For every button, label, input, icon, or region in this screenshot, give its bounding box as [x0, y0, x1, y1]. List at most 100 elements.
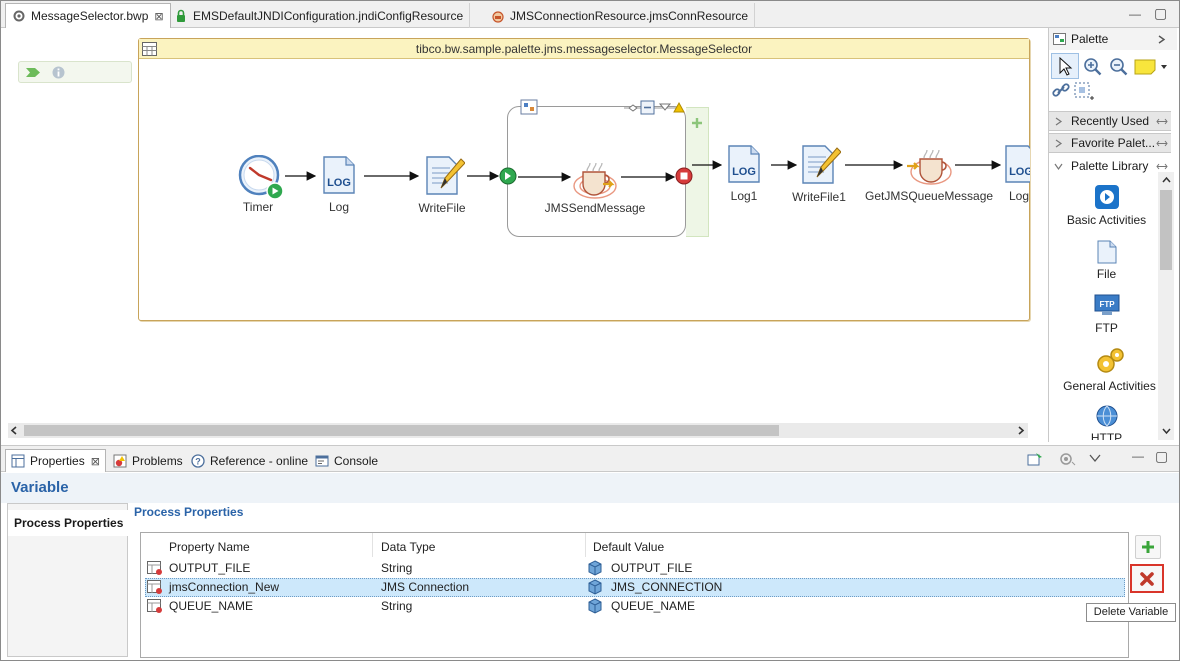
basic-activities-icon — [1094, 185, 1119, 209]
console-icon — [315, 455, 329, 466]
view-menu-icon[interactable] — [1059, 451, 1077, 467]
palette-vertical-scrollbar[interactable] — [1158, 172, 1174, 440]
palette-item-basic-activities[interactable]: Basic Activities — [1049, 184, 1164, 227]
marquee-icon[interactable] — [1073, 81, 1095, 103]
tab-reference-online[interactable]: ? Reference - online — [186, 449, 313, 472]
node-jms-send-label: JMSSendMessage — [544, 201, 646, 215]
tab-jms-connection-resource[interactable]: JMSConnectionResource.jmsConnResource — [485, 3, 756, 28]
jms-queue-icon[interactable] — [905, 142, 955, 188]
pin-icon[interactable] — [1156, 162, 1168, 171]
cell-data-type: String — [381, 599, 413, 613]
close-icon[interactable]: ⊠ — [90, 455, 100, 468]
flow-connectors — [285, 160, 1002, 182]
tab-label: Console — [334, 453, 379, 468]
log-icon[interactable]: LOG — [322, 156, 356, 194]
pin-icon[interactable] — [1156, 117, 1168, 126]
palette-library-header[interactable]: Palette Library — [1049, 156, 1171, 176]
zoom-out-icon[interactable] — [1109, 57, 1129, 77]
column-header-property-name[interactable]: Property Name — [169, 540, 250, 554]
tab-message-selector[interactable]: MessageSelector.bwp ⊠ — [5, 3, 171, 28]
close-icon[interactable]: ⊠ — [154, 10, 164, 23]
palette-drawer-favorites[interactable]: Favorite Palet... — [1049, 133, 1171, 153]
scope-catch-area[interactable] — [686, 107, 709, 237]
process-properties-table[interactable]: Property Name Data Type Default Value OU… — [140, 532, 1129, 658]
scope-controls — [624, 100, 685, 115]
delete-variable-button[interactable] — [1130, 564, 1164, 593]
pin-icon[interactable] — [1156, 139, 1168, 148]
tab-label: Properties — [30, 454, 85, 468]
properties-icon — [11, 454, 25, 468]
scroll-down-icon[interactable] — [1162, 426, 1171, 435]
minimize-button[interactable]: — — [1129, 7, 1141, 21]
drawer-label: Recently Used — [1071, 114, 1150, 128]
ftp-icon: FTP — [1094, 294, 1119, 315]
node-log2-label: Log — [1009, 189, 1030, 203]
scroll-thumb[interactable] — [1160, 190, 1172, 270]
ftp-badge: FTP — [1099, 300, 1115, 309]
scroll-thumb[interactable] — [24, 425, 779, 436]
log-icon[interactable]: LOG — [727, 145, 761, 183]
pointer-icon — [1059, 57, 1073, 76]
maximize-button[interactable]: ▢ — [1154, 5, 1168, 21]
palette-collapse-icon[interactable] — [1158, 35, 1166, 44]
chevron-right-icon — [1055, 139, 1063, 148]
help-icon: ? — [191, 453, 205, 468]
palette-drawer-recently-used[interactable]: Recently Used — [1049, 111, 1171, 131]
note-icon[interactable] — [1133, 58, 1167, 76]
column-header-default-value[interactable]: Default Value — [593, 540, 665, 554]
minimize-button[interactable]: — — [1132, 449, 1144, 463]
zoom-in-icon[interactable] — [1083, 57, 1103, 77]
add-icon[interactable] — [690, 116, 704, 130]
scope-end-icon[interactable] — [675, 167, 693, 185]
cell-property-name: QUEUE_NAME — [169, 599, 254, 613]
view-tab-bar: Properties ⊠ Problems ? Reference - onli… — [1, 445, 1179, 472]
drawer-label: Favorite Palet... — [1071, 136, 1156, 150]
palette-title: Palette — [1071, 32, 1109, 46]
flow-arrow-icon[interactable] — [25, 67, 41, 78]
maximize-button[interactable]: ▢ — [1155, 448, 1169, 464]
delete-variable-tooltip: Delete Variable — [1086, 603, 1176, 622]
plus-icon — [1142, 541, 1154, 553]
tab-properties[interactable]: Properties ⊠ — [5, 449, 106, 472]
palette-item-ftp[interactable]: FTP FTP — [1049, 294, 1164, 335]
pin-view-icon[interactable] — [1027, 452, 1043, 467]
palette-item-label: Basic Activities — [1066, 213, 1147, 227]
select-tool[interactable] — [1051, 53, 1079, 79]
scroll-right-icon[interactable] — [1016, 426, 1025, 435]
log-icon[interactable]: LOG — [1004, 145, 1030, 183]
palette-item-http[interactable]: HTTP — [1049, 404, 1164, 440]
cell-data-type: String — [381, 561, 413, 575]
canvas-horizontal-scrollbar[interactable] — [8, 423, 1028, 438]
side-tab-process-properties[interactable]: Process Properties — [8, 510, 128, 536]
tab-problems[interactable]: Problems — [108, 449, 188, 472]
timer-icon[interactable] — [238, 155, 284, 201]
tab-console[interactable]: Console — [310, 449, 383, 472]
cell-default-value[interactable]: OUTPUT_FILE — [611, 561, 693, 575]
write-file-icon[interactable] — [425, 154, 465, 196]
table-row-selected[interactable]: jmsConnection_New JMS Connection JMS_CON… — [145, 578, 1125, 597]
cell-default-value[interactable]: QUEUE_NAME — [611, 599, 696, 613]
chevron-down-icon[interactable] — [1089, 454, 1101, 463]
palette-item-file[interactable]: File — [1049, 240, 1164, 281]
table-row[interactable]: QUEUE_NAME String QUEUE_NAME — [145, 597, 1125, 616]
tab-jndi-configuration[interactable]: EMSDefaultJNDIConfiguration.jndiConfigRe… — [168, 3, 471, 28]
add-variable-button[interactable] — [1135, 535, 1161, 559]
cell-default-value[interactable]: JMS_CONNECTION — [611, 580, 723, 594]
column-header-data-type[interactable]: Data Type — [381, 540, 436, 554]
info-icon[interactable] — [52, 66, 65, 79]
scope-icon — [520, 99, 538, 115]
variable-title: Variable — [11, 479, 69, 496]
table-row[interactable]: OUTPUT_FILE String OUTPUT_FILE — [145, 559, 1125, 578]
palette-item-general-activities[interactable]: General Activities — [1051, 346, 1168, 393]
node-get-jms-queue-label: GetJMSQueueMessage — [865, 189, 994, 203]
palette-item-label: FTP — [1095, 321, 1118, 335]
scroll-up-icon[interactable] — [1162, 176, 1171, 185]
tab-label: Reference - online — [210, 453, 309, 468]
write-file-icon[interactable] — [801, 143, 841, 185]
node-write-file-label: WriteFile — [418, 201, 466, 215]
link-icon[interactable] — [1052, 81, 1070, 99]
scope-start-icon[interactable] — [499, 167, 517, 185]
palette-item-label: File — [1096, 267, 1117, 281]
scroll-left-icon[interactable] — [10, 426, 19, 435]
jms-send-icon[interactable] — [571, 154, 621, 200]
